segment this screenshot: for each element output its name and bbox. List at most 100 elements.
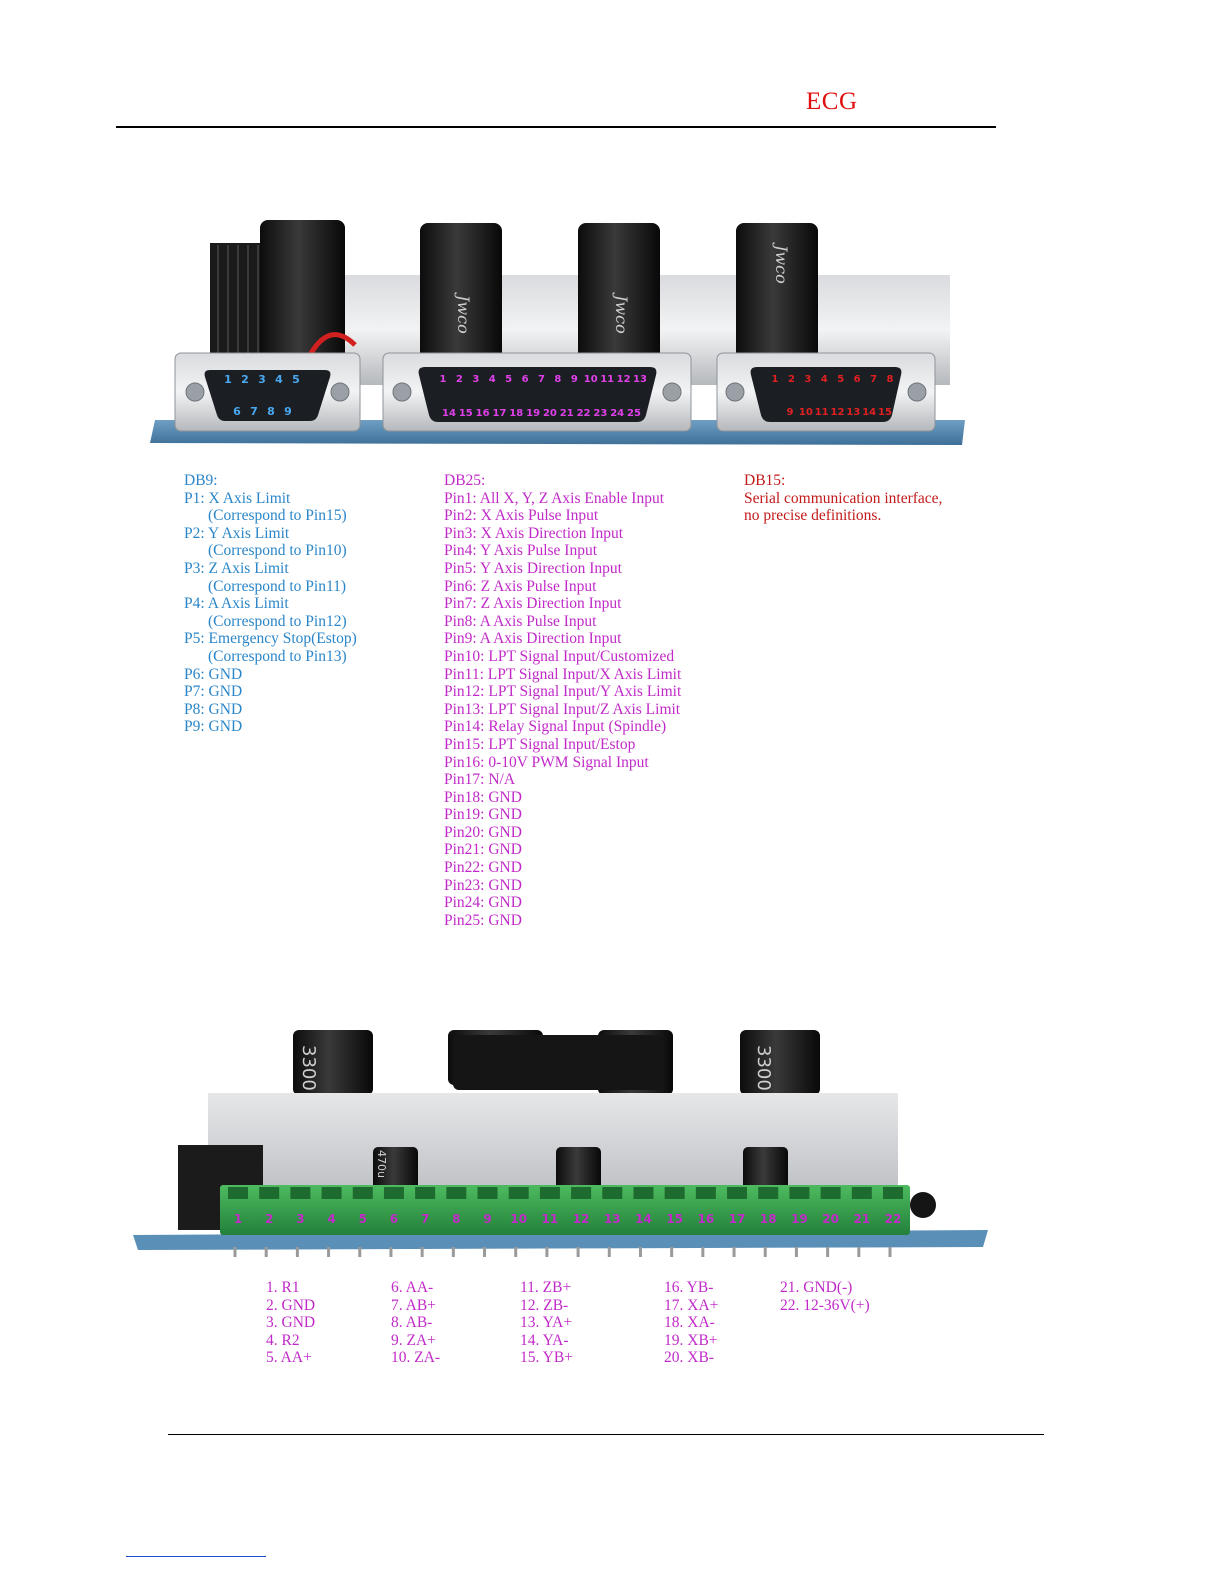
db25-pin-number: 25 — [627, 408, 641, 419]
db25-pin-number: 11 — [600, 374, 614, 385]
db25-pin-number: 17 — [492, 408, 506, 419]
terminal-legend-item: 22. 12-36V(+) — [780, 1296, 870, 1314]
db15-pin-number: 6 — [854, 374, 861, 385]
db25-line: Pin25: GND — [444, 911, 522, 929]
footer-rule — [168, 1434, 1044, 1435]
terminal-screw — [539, 1187, 560, 1199]
terminal-legend-item: 7. AB+ — [391, 1296, 436, 1314]
db9-line: (Correspond to Pin11) — [208, 577, 347, 595]
db15-pin-number: 14 — [862, 407, 876, 418]
db9-description: DB9: P1: X Axis Limit (Correspond to Pin… — [184, 472, 357, 736]
capacitor — [293, 1030, 373, 1095]
db9-pin-number: 6 — [233, 405, 241, 418]
db25-pin-number: 12 — [617, 374, 631, 385]
terminal-legend-col-4: 16. YB- 17. XA+ 18. XA- 19. XB+ 20. XB- — [664, 1279, 718, 1367]
capacitor-label: 3300 — [753, 1045, 774, 1091]
db15-pin-number: 15 — [878, 407, 892, 418]
db9-pin-number: 4 — [275, 373, 283, 386]
db25-line: Pin7: Z Axis Direction Input — [444, 595, 622, 613]
terminal-legend-item: 15. YB+ — [520, 1349, 573, 1367]
capacitor-label: 470u — [375, 1150, 388, 1178]
db9-pin-number: 9 — [284, 405, 292, 418]
db9-line: P3: Z Axis Limit — [184, 559, 289, 577]
db25-pin-number: 7 — [538, 374, 545, 385]
db9-pin-number: 2 — [241, 373, 249, 386]
db25-pin-number: 21 — [560, 408, 574, 419]
db25-pin-number: 1 — [440, 374, 447, 385]
db25-pin-number: 13 — [633, 374, 647, 385]
db25-line: Pin12: LPT Signal Input/Y Axis Limit — [444, 683, 682, 701]
terminal-screw — [758, 1187, 779, 1199]
terminal-screw — [789, 1187, 810, 1199]
db25-line: Pin11: LPT Signal Input/X Axis Limit — [444, 665, 682, 683]
capacitor — [736, 223, 818, 373]
db15-pin-number: 1 — [772, 374, 779, 385]
db25-line: Pin4: Y Axis Pulse Input — [444, 542, 598, 560]
db9-line: P2: Y Axis Limit — [184, 524, 290, 542]
db9-pin-number: 8 — [267, 405, 275, 418]
db25-line: Pin3: X Axis Direction Input — [444, 524, 624, 542]
terminal-pin-number: 13 — [604, 1212, 621, 1226]
terminal-legend-item: 5. AA+ — [266, 1349, 312, 1367]
terminal-pin-number: 19 — [791, 1212, 808, 1226]
db15-pin-number: 10 — [799, 407, 813, 418]
db25-line: Pin24: GND — [444, 894, 522, 912]
db15-pin-number: 8 — [887, 374, 894, 385]
db15-pin-number: 13 — [846, 407, 860, 418]
db25-pin-number: 9 — [571, 374, 578, 385]
terminal-screw — [259, 1187, 280, 1199]
terminal-pin-number: 17 — [729, 1212, 746, 1226]
capacitor-label: Jwco — [612, 292, 631, 334]
db25-line: Pin21: GND — [444, 841, 522, 859]
header-rule — [116, 126, 996, 128]
red-wire — [307, 332, 357, 357]
terminal-pin-number: 7 — [421, 1212, 429, 1226]
footer-link-underline[interactable] — [126, 1556, 266, 1557]
terminal-pin-number: 9 — [483, 1212, 491, 1226]
db25-pin-number: 3 — [472, 374, 479, 385]
terminal-legend-item: 20. XB- — [664, 1349, 714, 1367]
terminal-pin-number: 16 — [698, 1212, 715, 1226]
db9-title: DB9: — [184, 472, 218, 489]
db25-pin-number: 4 — [489, 374, 496, 385]
db9-pin-number: 1 — [224, 373, 232, 386]
terminal-legend-item: 9. ZA+ — [391, 1331, 436, 1349]
db9-line: P8: GND — [184, 700, 243, 718]
db25-pin-number: 10 — [584, 374, 598, 385]
capacitor-label: Jwco — [772, 242, 791, 284]
transistor — [910, 1192, 936, 1218]
terminal-legend-item: 8. AB- — [391, 1314, 433, 1332]
db15-pin-number: 11 — [815, 407, 829, 418]
db15-pin-number: 3 — [804, 374, 811, 385]
db25-pin-number: 2 — [456, 374, 463, 385]
terminal-legend-col-3: 11. ZB+ 12. ZB- 13. YA+ 14. YA- 15. YB+ — [520, 1279, 573, 1367]
terminal-pin-number: 20 — [822, 1212, 839, 1226]
terminal-legend-col-1: 1. R1 2. GND 3. GND 4. R2 5. AA+ — [266, 1279, 315, 1367]
db9-line: P4: A Axis Limit — [184, 595, 289, 613]
terminal-screw — [664, 1187, 685, 1199]
db25-line: Pin2: X Axis Pulse Input — [444, 507, 599, 525]
terminal-screw — [851, 1187, 872, 1199]
db25-pin-number: 5 — [505, 374, 512, 385]
terminal-pin-number: 2 — [265, 1212, 273, 1226]
terminal-pin-number: 18 — [760, 1212, 777, 1226]
db25-line: Pin16: 0-10V PWM Signal Input — [444, 753, 649, 771]
db15-pin-number: 5 — [837, 374, 844, 385]
fan-block — [453, 1035, 663, 1090]
terminal-pin-number: 11 — [542, 1212, 559, 1226]
capacitor — [578, 223, 660, 393]
terminal-pin-number: 6 — [390, 1212, 398, 1226]
terminal-screw — [228, 1187, 248, 1199]
db25-line: Pin14: Relay Signal Input (Spindle) — [444, 718, 667, 736]
terminal-pin-number: 22 — [885, 1212, 902, 1226]
db25-line: Pin1: All X, Y, Z Axis Enable Input — [444, 489, 665, 507]
terminal-legend-item: 21. GND(-) — [780, 1279, 853, 1296]
db25-line: Pin13: LPT Signal Input/Z Axis Limit — [444, 700, 681, 718]
db9-line: (Correspond to Pin15) — [208, 507, 347, 525]
terminal-legend-item: 16. YB- — [664, 1279, 714, 1296]
db25-line: Pin17: N/A — [444, 771, 516, 789]
terminal-legend-item: 1. R1 — [266, 1279, 300, 1296]
db9-line: P5: Emergency Stop(Estop) — [184, 630, 357, 648]
